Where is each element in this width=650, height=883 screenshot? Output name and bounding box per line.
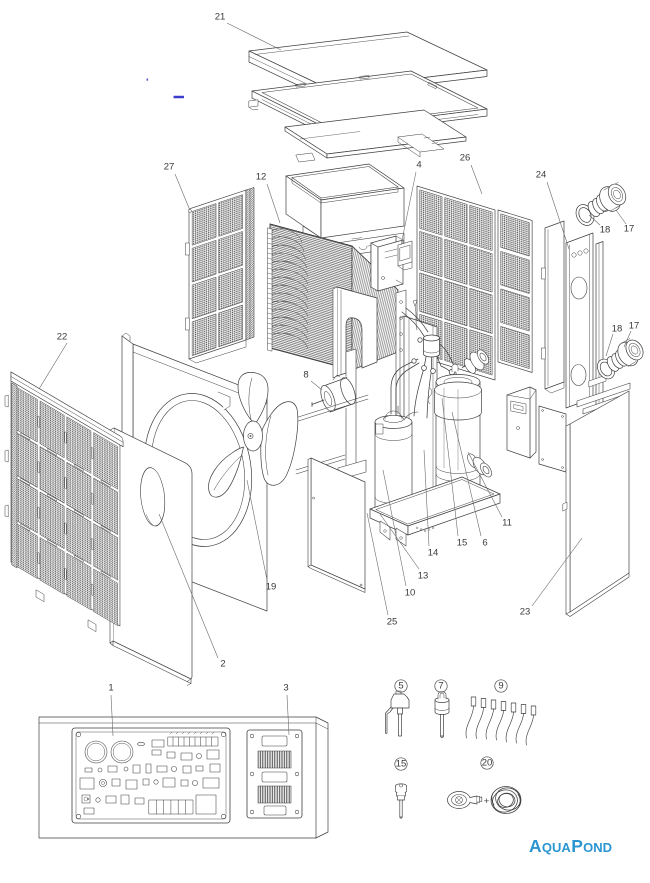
- part-pipe-panel: [565, 232, 594, 409]
- part-label-15c: 15: [396, 759, 407, 770]
- part-arch-panel: [332, 286, 378, 379]
- part-label-27: 27: [164, 162, 175, 173]
- part-label-6: 6: [482, 538, 487, 549]
- part-label-8: 8: [303, 370, 308, 381]
- leader-line-3: [286, 694, 290, 736]
- part-label-9c: 9: [498, 681, 503, 692]
- part-front-panel: [109, 427, 193, 686]
- leader-line-10: [382, 469, 407, 587]
- part-label-23: 23: [520, 607, 531, 618]
- drain-hose-coil: [490, 786, 522, 814]
- part-label-5c: 5: [398, 681, 403, 692]
- part-label-17a: 17: [624, 224, 635, 235]
- leader-line-18a: [588, 214, 601, 226]
- label-circle-7c: [434, 679, 448, 693]
- part-top-plate: [284, 109, 467, 163]
- blue-dash-mark: [173, 95, 184, 99]
- leader-line-17a: [615, 209, 627, 225]
- part-fan-propeller: [208, 372, 369, 498]
- part-label-21: 21: [215, 12, 226, 23]
- part-base-pan: [369, 476, 501, 547]
- part-label-13: 13: [418, 571, 429, 582]
- leader-line-13: [379, 513, 420, 570]
- part-junction-box-cover: [538, 405, 567, 473]
- part-label-25: 25: [387, 617, 398, 628]
- label-circle-20c: [480, 756, 494, 770]
- leader-line-2: [158, 513, 219, 659]
- part-pcb: [71, 727, 231, 824]
- plus-sign: +: [484, 796, 490, 807]
- part-piping: [390, 299, 458, 419]
- leader-line-19: [246, 479, 268, 581]
- part-label-12: 12: [256, 172, 267, 183]
- leader-line-17b: [623, 330, 632, 348]
- leader-line-22: [38, 342, 68, 390]
- leader-line-12: [266, 183, 281, 224]
- part-water-tray: [285, 163, 405, 259]
- part-label-4: 4: [416, 160, 421, 171]
- part-label-24: 24: [536, 170, 547, 181]
- part-left-grille: [4, 371, 124, 632]
- part-control-box: [370, 235, 413, 292]
- part-service-panel: [307, 457, 366, 593]
- leader-line-23: [531, 537, 583, 607]
- leader-line-18b: [605, 333, 614, 357]
- leader-line-21: [226, 22, 282, 51]
- part-union-fitting-bottom: [597, 338, 644, 380]
- part-label-10: 10: [405, 588, 416, 599]
- part-label-1: 1: [108, 683, 113, 694]
- part-sensor-wires: [465, 696, 537, 746]
- leader-line-24: [546, 181, 570, 250]
- part-drain-kit: [447, 786, 522, 814]
- part-label-22: 22: [57, 332, 68, 343]
- leader-line-1: [110, 694, 114, 737]
- leader-line-8: [310, 380, 323, 391]
- wire-clip: [465, 696, 477, 739]
- part-valve: [395, 783, 407, 819]
- part-union-fitting-top: [575, 182, 627, 226]
- part-label-3: 3: [283, 683, 288, 694]
- part-label-11: 11: [502, 518, 512, 529]
- part-label-19: 19: [266, 582, 277, 593]
- part-controller-board: [246, 729, 303, 819]
- leader-line-14: [423, 449, 430, 547]
- leader-line-11: [467, 451, 503, 518]
- part-label-26: 26: [460, 153, 471, 164]
- part-back-grille-right: [497, 209, 533, 373]
- part-label-18a: 18: [600, 225, 611, 236]
- part-temp-sensor: [434, 691, 450, 738]
- leader-line-26: [470, 164, 483, 195]
- part-label-7c: 7: [438, 681, 443, 692]
- part-label-14: 14: [428, 548, 439, 559]
- part-label-20c: 20: [482, 758, 493, 769]
- leader-line-15m: [441, 397, 459, 537]
- label-circle-9c: [494, 679, 508, 693]
- part-back-left-grille: [185, 187, 255, 364]
- part-label-15m: 15: [457, 538, 468, 549]
- leader-line-4: [400, 171, 417, 246]
- part-side-panel: [562, 390, 630, 617]
- label-circle-5c: [394, 679, 408, 693]
- part-label-2: 2: [220, 659, 225, 670]
- leader-line-25: [366, 512, 389, 616]
- part-corner-post: [541, 220, 565, 394]
- brand-logo: AQUAPOND: [529, 836, 612, 856]
- blue-dot-mark: [146, 78, 149, 81]
- label-circle-15c: [394, 757, 408, 771]
- leader-line-27: [174, 173, 190, 209]
- leader-line-6: [451, 411, 482, 537]
- part-label-18b: 18: [612, 324, 623, 335]
- part-flow-switch: [385, 690, 410, 737]
- part-fan-motor: [311, 374, 356, 414]
- part-junction-box: [506, 386, 537, 459]
- part-label-17b: 17: [629, 321, 640, 332]
